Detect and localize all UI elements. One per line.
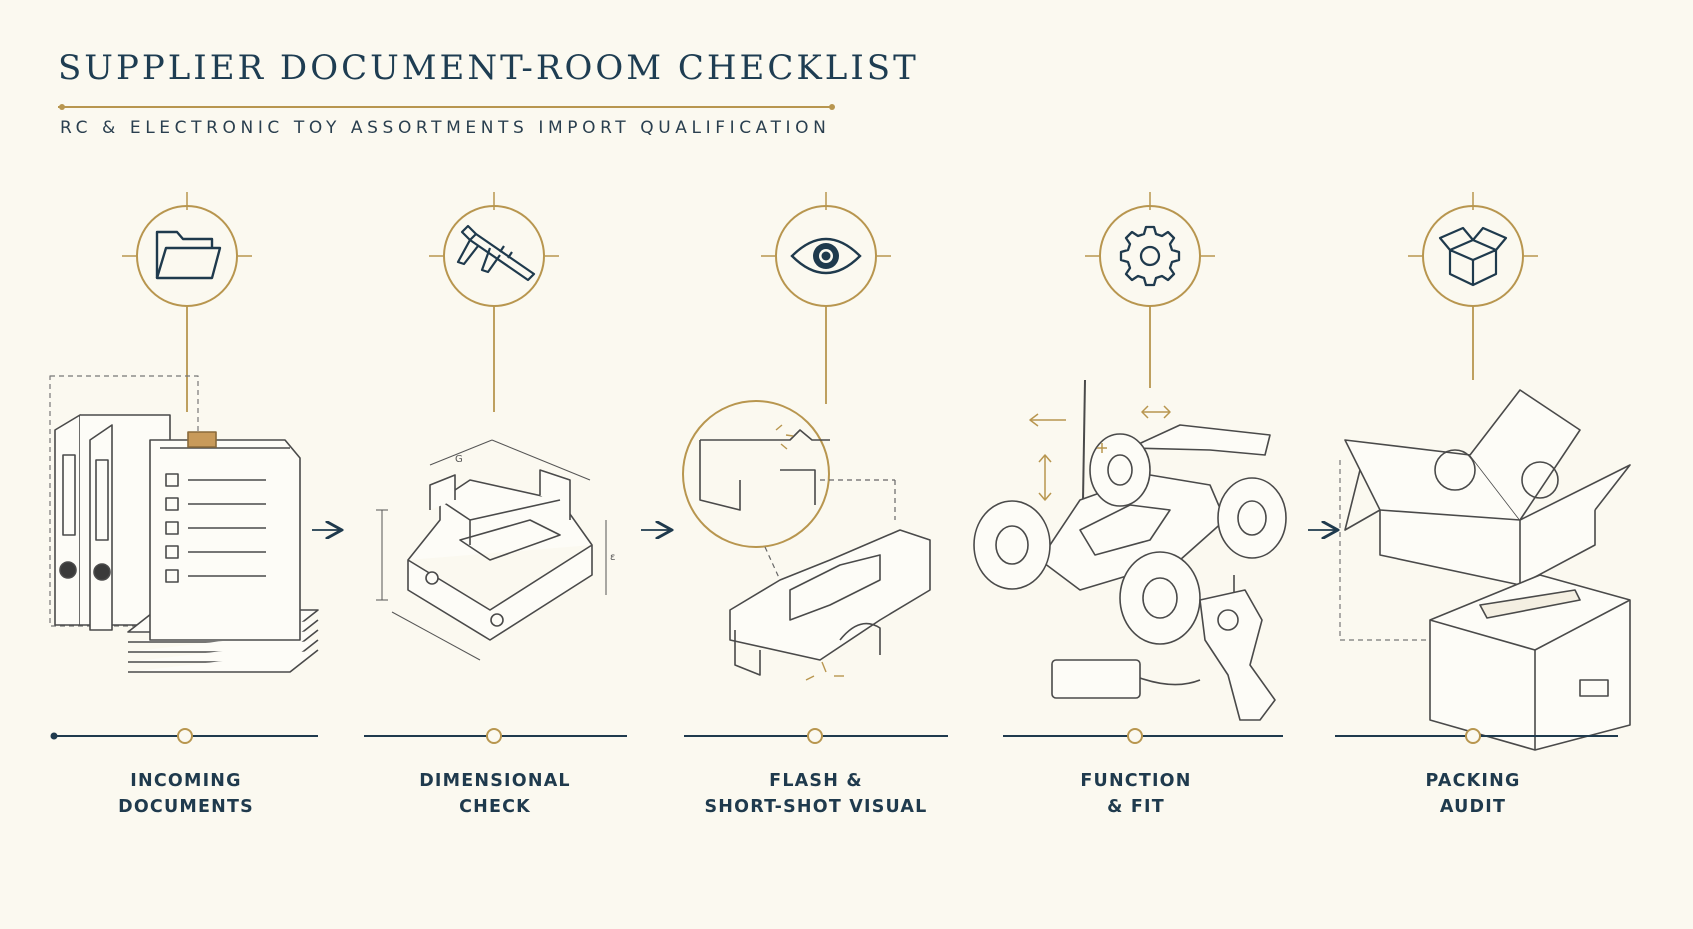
- step-5-label-line2: AUDIT: [1439, 797, 1507, 817]
- step-3-label-line1: FLASH &: [769, 771, 863, 791]
- step-1-icon-group: [122, 192, 252, 412]
- box-icon: [1438, 226, 1508, 287]
- step-5-icon-group: [1408, 192, 1538, 380]
- packing-boxes-illustration: [1339, 389, 1631, 751]
- timeline-node-5: [1465, 728, 1481, 744]
- step-label-dimensional-check: DIMENSIONAL CHECK: [365, 768, 625, 820]
- step-4-icon-group: [1085, 192, 1215, 388]
- timeline-node-2: [486, 728, 502, 744]
- svg-text:ε: ε: [610, 552, 615, 563]
- step-5-label-line1: PACKING: [1425, 771, 1521, 791]
- folder-icon: [155, 230, 222, 280]
- step-4-label-line2: & FIT: [1107, 797, 1165, 817]
- title-divider: [58, 104, 835, 110]
- step-label-incoming-documents: INCOMING DOCUMENTS: [56, 768, 316, 820]
- step-3-icon-group: [761, 192, 891, 404]
- page-subtitle: RC & ELECTRONIC TOY ASSORTMENTS IMPORT Q…: [60, 118, 831, 138]
- step-label-function-fit: FUNCTION & FIT: [1006, 768, 1266, 820]
- molded-part-illustration: G ε: [376, 439, 615, 661]
- step-2-label-line2: CHECK: [459, 797, 531, 817]
- step-4-label-line1: FUNCTION: [1080, 771, 1192, 791]
- svg-text:G: G: [455, 454, 463, 465]
- timeline-node-3: [807, 728, 823, 744]
- step-1-label-line2: DOCUMENTS: [118, 797, 254, 817]
- timeline-node-4: [1127, 728, 1143, 744]
- step-label-packing-audit: PACKING AUDIT: [1343, 768, 1603, 820]
- eye-icon: [790, 237, 862, 275]
- documents-illustration: [49, 375, 319, 673]
- page-title: SUPPLIER DOCUMENT-ROOM CHECKLIST: [58, 48, 919, 88]
- step-2-icon-group: [429, 192, 559, 412]
- timeline: [50, 728, 1618, 744]
- timeline-node-1: [177, 728, 193, 744]
- step-2-label-line1: DIMENSIONAL: [419, 771, 571, 791]
- truck-body-illustration: [682, 400, 931, 681]
- rc-car-illustration: [973, 379, 1287, 721]
- step-label-flash-short-shot: FLASH & SHORT-SHOT VISUAL: [686, 768, 946, 820]
- caliper-icon: [456, 224, 536, 282]
- step-1-label-line1: INCOMING: [130, 771, 242, 791]
- step-3-label-line2: SHORT-SHOT VISUAL: [704, 797, 928, 817]
- gear-icon: [1119, 225, 1181, 287]
